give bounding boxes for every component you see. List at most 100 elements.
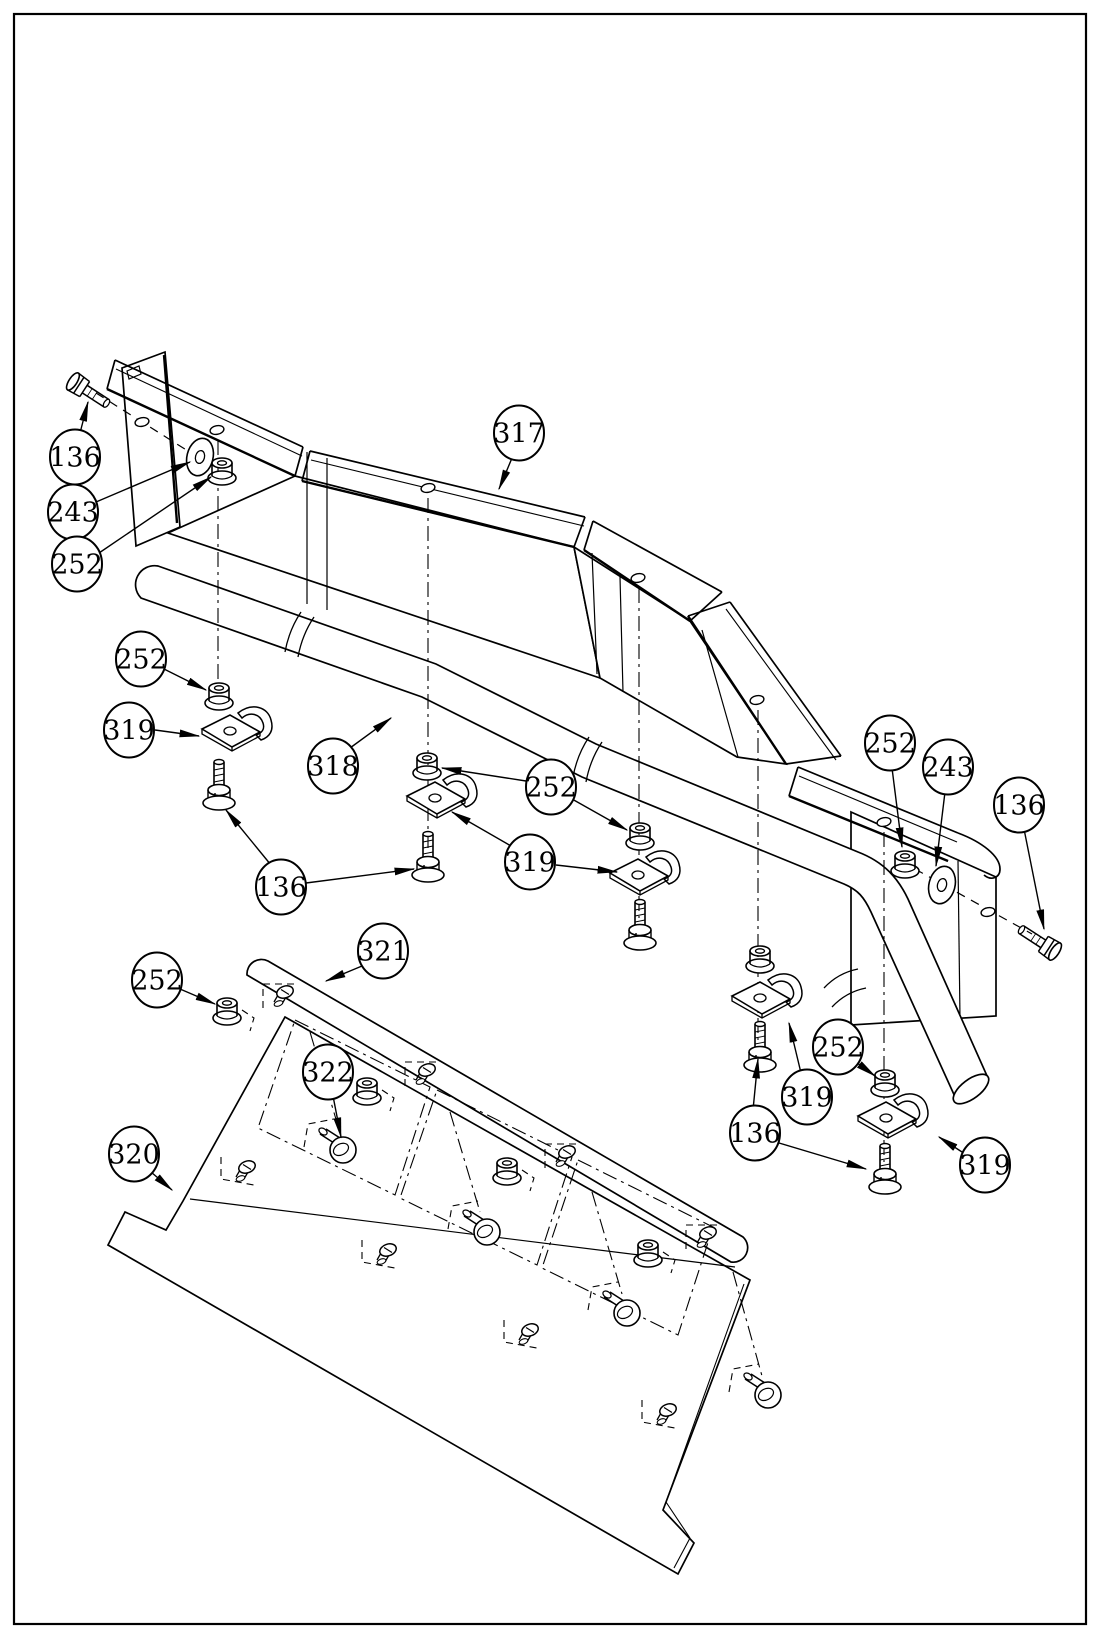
callout-label: 252 <box>51 550 103 581</box>
flange-nut-7 <box>212 997 242 1026</box>
callout-321: 321 <box>324 922 409 982</box>
callout-136: 136 <box>993 776 1045 931</box>
right-bracket <box>788 766 1001 1026</box>
callout-bubble <box>131 951 183 1009</box>
phantom-brackets <box>220 983 760 1429</box>
callout-bubble <box>729 1104 781 1162</box>
callout-243: 243 <box>47 461 192 541</box>
callout-label: 136 <box>49 443 101 474</box>
leader-line <box>555 864 619 874</box>
hole-3 <box>748 693 766 707</box>
callout-label: 252 <box>812 1033 864 1064</box>
callout-bubble <box>255 858 307 916</box>
callout-label: 243 <box>47 498 99 529</box>
callout-bubble <box>115 630 167 688</box>
callout-319: 319 <box>103 701 201 759</box>
callout-252: 252 <box>131 951 217 1009</box>
leader-line <box>154 729 201 738</box>
page-border <box>12 12 1088 1626</box>
callout-label: 136 <box>729 1119 781 1150</box>
leader-line <box>79 400 89 434</box>
leader-line <box>937 1136 963 1153</box>
leader-line <box>450 811 512 847</box>
callout-252: 252 <box>440 758 629 831</box>
callout-252: 252 <box>812 1018 877 1077</box>
leader-line <box>778 1142 868 1170</box>
saddle-clamp-0 <box>201 706 273 752</box>
saddle-clamp-3 <box>731 973 803 1019</box>
guard-panel-317 <box>106 350 842 766</box>
callout-label: 319 <box>959 1151 1011 1182</box>
callout-136: 136 <box>49 400 101 486</box>
hex-bolt-angled-0 <box>63 370 115 414</box>
callout-label: 322 <box>302 1058 354 1089</box>
leader-line <box>332 1095 342 1139</box>
leader-line <box>98 476 213 554</box>
callout-label: 252 <box>131 966 183 997</box>
callout-label: 319 <box>781 1083 833 1114</box>
leader-line <box>855 1061 877 1077</box>
callout-label: 252 <box>864 729 916 760</box>
callout-label: 243 <box>922 753 974 784</box>
callout-bubble <box>922 738 974 796</box>
callout-bubble <box>504 833 556 891</box>
callout-label: 319 <box>103 716 155 747</box>
callout-243: 243 <box>922 738 974 868</box>
hole-1 <box>419 481 437 495</box>
callout-136: 136 <box>225 808 416 916</box>
callout-319: 319 <box>937 1136 1011 1194</box>
leader-line <box>349 717 393 749</box>
callout-label: 252 <box>115 645 167 676</box>
callout-label: 136 <box>255 873 307 904</box>
callout-bubble <box>302 1043 354 1101</box>
callout-bubble <box>307 737 359 795</box>
callout-bubble <box>357 922 409 980</box>
callout-252: 252 <box>51 476 213 593</box>
flange-nut-9 <box>492 1157 522 1186</box>
callout-136: 136 <box>729 1057 868 1170</box>
leader-line <box>179 988 217 1005</box>
saddle-clamp-1 <box>406 773 478 819</box>
hex-bolt-3 <box>743 1020 777 1073</box>
leader-line <box>150 1171 174 1191</box>
callout-label: 321 <box>357 937 409 968</box>
flange-nut-3 <box>625 822 655 851</box>
callout-bubble <box>959 1136 1011 1194</box>
leader-line <box>225 808 272 866</box>
flange-nut-4 <box>745 945 775 974</box>
callout-319: 319 <box>781 1021 833 1126</box>
callout-bubble <box>103 701 155 759</box>
leader-line <box>788 1021 802 1074</box>
leader-line <box>440 767 527 782</box>
callout-252: 252 <box>115 630 208 691</box>
callout-label: 320 <box>108 1140 160 1171</box>
hex-bolt-4 <box>868 1142 902 1195</box>
callouts-layer: 1362432523172523193182523191363212523223… <box>47 400 1045 1194</box>
leader-line <box>891 767 904 849</box>
callout-bubble <box>51 535 103 593</box>
hole-4 <box>875 815 893 829</box>
saddle-clamp-2 <box>609 850 681 896</box>
leader-line <box>1023 828 1045 931</box>
callout-252: 252 <box>864 714 916 849</box>
callout-322: 322 <box>302 1043 354 1139</box>
callout-bubble <box>108 1125 160 1183</box>
hex-bolt-angled-1 <box>1013 919 1065 963</box>
callout-bubble <box>812 1018 864 1076</box>
lower-panel-320 <box>106 1015 752 1576</box>
carriage-bolt-3 <box>741 1370 782 1409</box>
hole-0 <box>208 423 226 437</box>
saddle-clamp-4 <box>857 1093 929 1139</box>
callout-bubble <box>493 404 545 462</box>
leader-line <box>498 457 513 491</box>
leader-line <box>305 867 416 884</box>
callout-bubble <box>781 1068 833 1126</box>
callout-320: 320 <box>108 1125 174 1191</box>
leader-line <box>324 965 363 982</box>
bar-321 <box>246 958 749 1263</box>
callout-bubble <box>993 776 1045 834</box>
leader-line <box>95 461 192 503</box>
hex-bolt-2 <box>623 898 657 951</box>
